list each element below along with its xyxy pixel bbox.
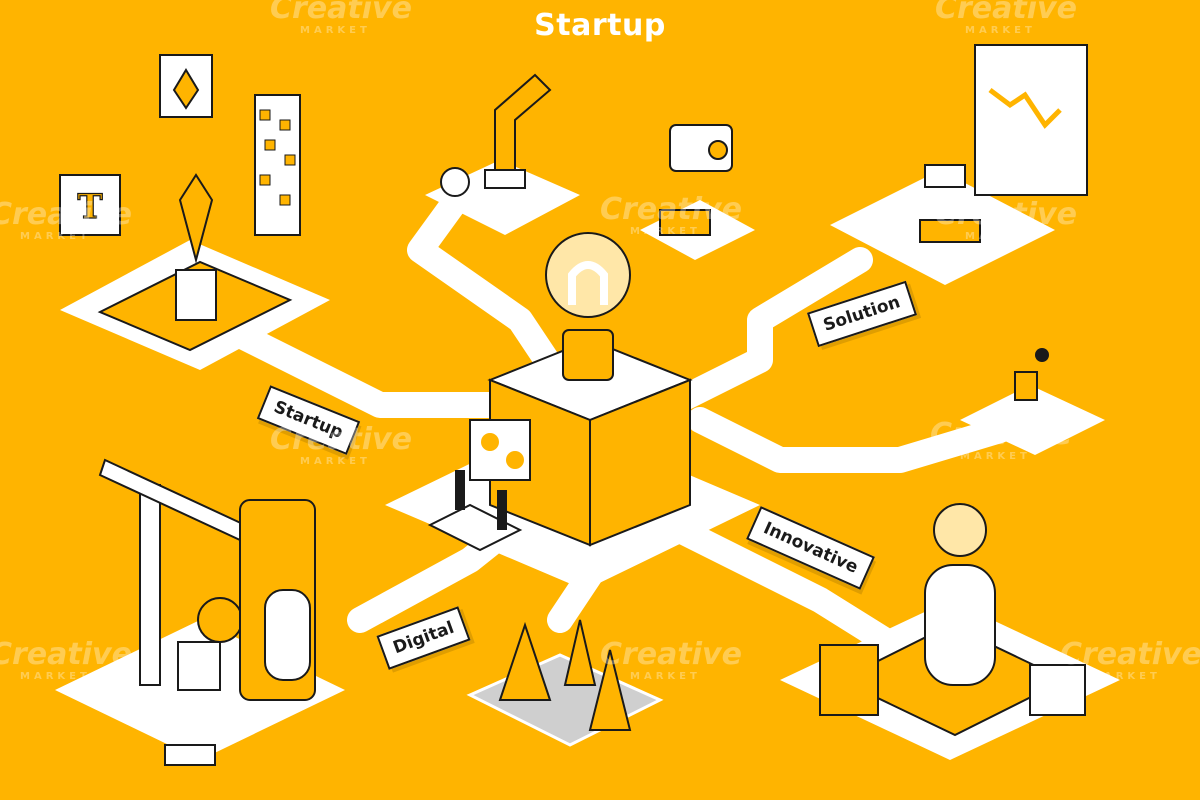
robot-arm-platform (425, 73, 580, 235)
construction-platform (55, 458, 345, 766)
chart-board-icon (974, 44, 1088, 196)
rocket-icon (264, 589, 311, 681)
page-title: Startup (534, 8, 666, 43)
rocket-icon (924, 564, 996, 686)
speaker-platform (960, 348, 1105, 455)
cone-icon (498, 621, 552, 701)
svg-text:T: T (77, 187, 102, 227)
cone-icon (563, 619, 597, 686)
pen-tool-icon (178, 173, 214, 264)
central-platform (385, 232, 760, 590)
gear-icon (440, 167, 470, 197)
cones-platform (466, 619, 664, 747)
crane-icon (139, 484, 161, 686)
gear-icon (197, 597, 243, 643)
presentation-board-icon (469, 419, 531, 481)
rocket-launch-platform (780, 503, 1120, 760)
workspace-platform (640, 124, 755, 260)
light-bulb-icon (933, 503, 987, 557)
pen-tool-platform: T (59, 54, 330, 370)
meeting-platform (830, 44, 1088, 285)
tablet-icon (819, 644, 879, 716)
cone-icon (588, 649, 632, 731)
robot-arm-icon (494, 73, 552, 177)
light-bulb-icon (545, 232, 631, 318)
